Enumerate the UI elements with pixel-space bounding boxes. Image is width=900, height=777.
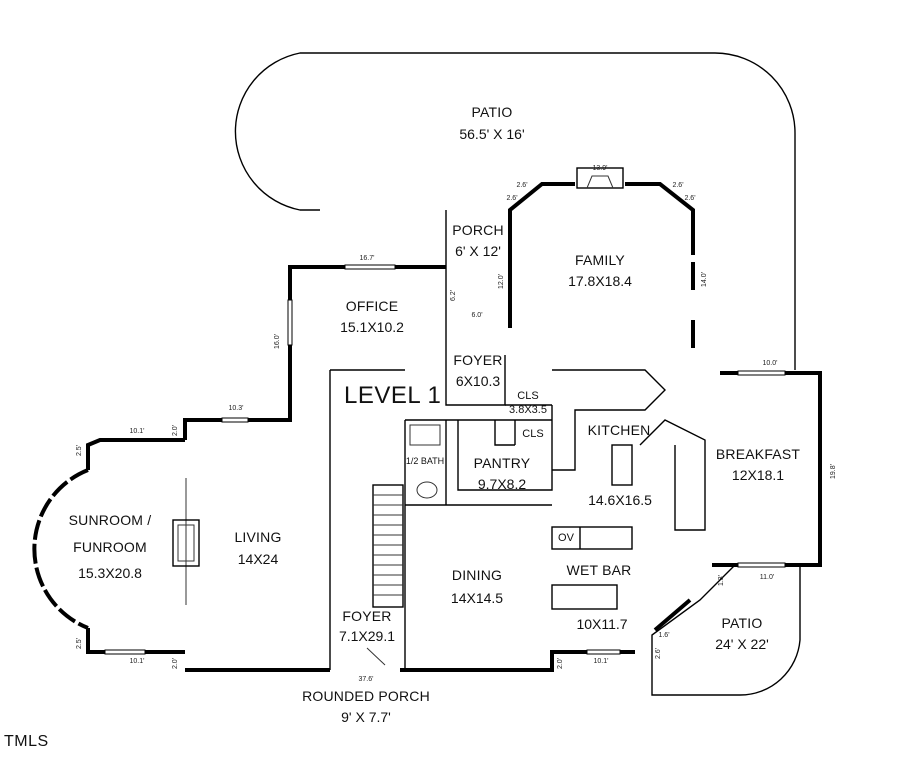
dim-2-6d: 2.6' bbox=[684, 195, 696, 202]
oven-name: OV bbox=[558, 532, 574, 544]
patio-top-name: PATIO bbox=[471, 104, 513, 120]
patio-outline bbox=[234, 52, 796, 370]
half-bath-name: 1/2 BATH bbox=[405, 456, 445, 466]
dim-2-6a: 2.6' bbox=[516, 182, 528, 189]
kitchen-name: KITCHEN bbox=[587, 422, 651, 438]
dim-2-6e: 2.6' bbox=[655, 647, 663, 660]
foyer-main-name: FOYER bbox=[342, 608, 392, 624]
dining-name: DINING bbox=[451, 567, 503, 583]
porch-name: PORCH bbox=[452, 222, 504, 238]
dim-2-0c: 2.0' bbox=[557, 657, 565, 670]
dim-1-3: 1.3' bbox=[718, 574, 726, 587]
dim-10-1c: 10.1' bbox=[593, 658, 609, 665]
pantry-size: 9.7X8.2 bbox=[477, 476, 527, 492]
office-wall bbox=[183, 265, 446, 440]
dim-2-6b: 2.6' bbox=[506, 195, 518, 202]
sunroom-size: 15.3X20.8 bbox=[78, 565, 142, 581]
sunroom-name-2: FUNROOM bbox=[73, 539, 147, 555]
stairs bbox=[372, 484, 404, 608]
porch-size: 6' X 12' bbox=[455, 243, 501, 259]
pantry-name: PANTRY bbox=[473, 455, 531, 471]
patio-right-size: 24' X 22' bbox=[715, 636, 769, 652]
kitchen-size: 14.6X16.5 bbox=[588, 492, 652, 508]
wet-bar-counter bbox=[551, 584, 618, 610]
dim-2-0b: 2.0' bbox=[172, 657, 180, 670]
dim-10-1a: 10.1' bbox=[129, 428, 145, 435]
rounded-porch-size: 9' X 7.7' bbox=[341, 709, 391, 725]
dim-2-5a: 2.5' bbox=[76, 444, 84, 457]
dim-10-3: 10.3' bbox=[228, 405, 244, 412]
foyer-main-size: 7.1X29.1 bbox=[338, 628, 396, 644]
dining-size: 14X14.5 bbox=[450, 590, 504, 606]
fireplace bbox=[576, 167, 624, 189]
patio-right-name: PATIO bbox=[721, 615, 763, 631]
dim-2-6c: 2.6' bbox=[672, 182, 684, 189]
dim-37-6: 37.6' bbox=[358, 676, 374, 683]
wet-bar-size: 10X11.7 bbox=[576, 616, 628, 632]
office-size: 15.1X10.2 bbox=[340, 319, 404, 335]
dim-16-0: 16.0' bbox=[273, 334, 281, 349]
cls-a-name: CLS bbox=[517, 390, 539, 402]
foyer-top-name: FOYER bbox=[453, 352, 503, 368]
dim-6-0: 6.0' bbox=[471, 312, 483, 319]
level-title: LEVEL 1 bbox=[344, 382, 442, 409]
dim-12-0: 12.0' bbox=[497, 274, 505, 289]
rounded-porch-name: ROUNDED PORCH bbox=[302, 688, 430, 704]
family-wall bbox=[508, 182, 695, 348]
dim-14-0: 14.0' bbox=[700, 272, 708, 287]
living-name: LIVING bbox=[234, 529, 282, 545]
breakfast-name: BREAKFAST bbox=[715, 446, 801, 462]
fireplace-living bbox=[172, 519, 200, 567]
kitchen-island bbox=[611, 444, 633, 486]
office-name: OFFICE bbox=[345, 298, 399, 314]
patio-top-size: 56.5' X 16' bbox=[459, 126, 525, 142]
dim-2-0a: 2.0' bbox=[172, 424, 180, 437]
tmls-logo: TMLS bbox=[4, 733, 49, 750]
family-size: 17.8X18.4 bbox=[568, 273, 632, 289]
dim-13-9: 13.9' bbox=[592, 165, 608, 172]
patio-right-outline bbox=[651, 564, 801, 696]
dim-16-7: 16.7' bbox=[359, 255, 375, 262]
dim-10-1b: 10.1' bbox=[129, 658, 145, 665]
cls-a-size: 3.8X3.5 bbox=[509, 404, 547, 416]
family-name: FAMILY bbox=[575, 252, 625, 268]
wet-bar-name: WET BAR bbox=[566, 562, 632, 578]
dim-11-0: 11.0' bbox=[759, 574, 775, 581]
sunroom-name-1: SUNROOM / bbox=[68, 512, 152, 528]
breakfast-size: 12X18.1 bbox=[731, 467, 785, 483]
sunroom-arc bbox=[32, 468, 89, 630]
dim-10-0: 10.0' bbox=[762, 360, 778, 367]
living-size: 14X24 bbox=[237, 551, 279, 567]
cls-b-name: CLS bbox=[522, 428, 544, 440]
dim-2-5b: 2.5' bbox=[76, 637, 84, 650]
dim-1-6: 1.6' bbox=[658, 632, 670, 639]
dim-6-2: 6.2' bbox=[450, 289, 458, 302]
sunroom-wall bbox=[86, 438, 185, 470]
dim-19-8: 19.8' bbox=[829, 464, 837, 479]
foyer-top-size: 6X10.3 bbox=[455, 373, 501, 389]
